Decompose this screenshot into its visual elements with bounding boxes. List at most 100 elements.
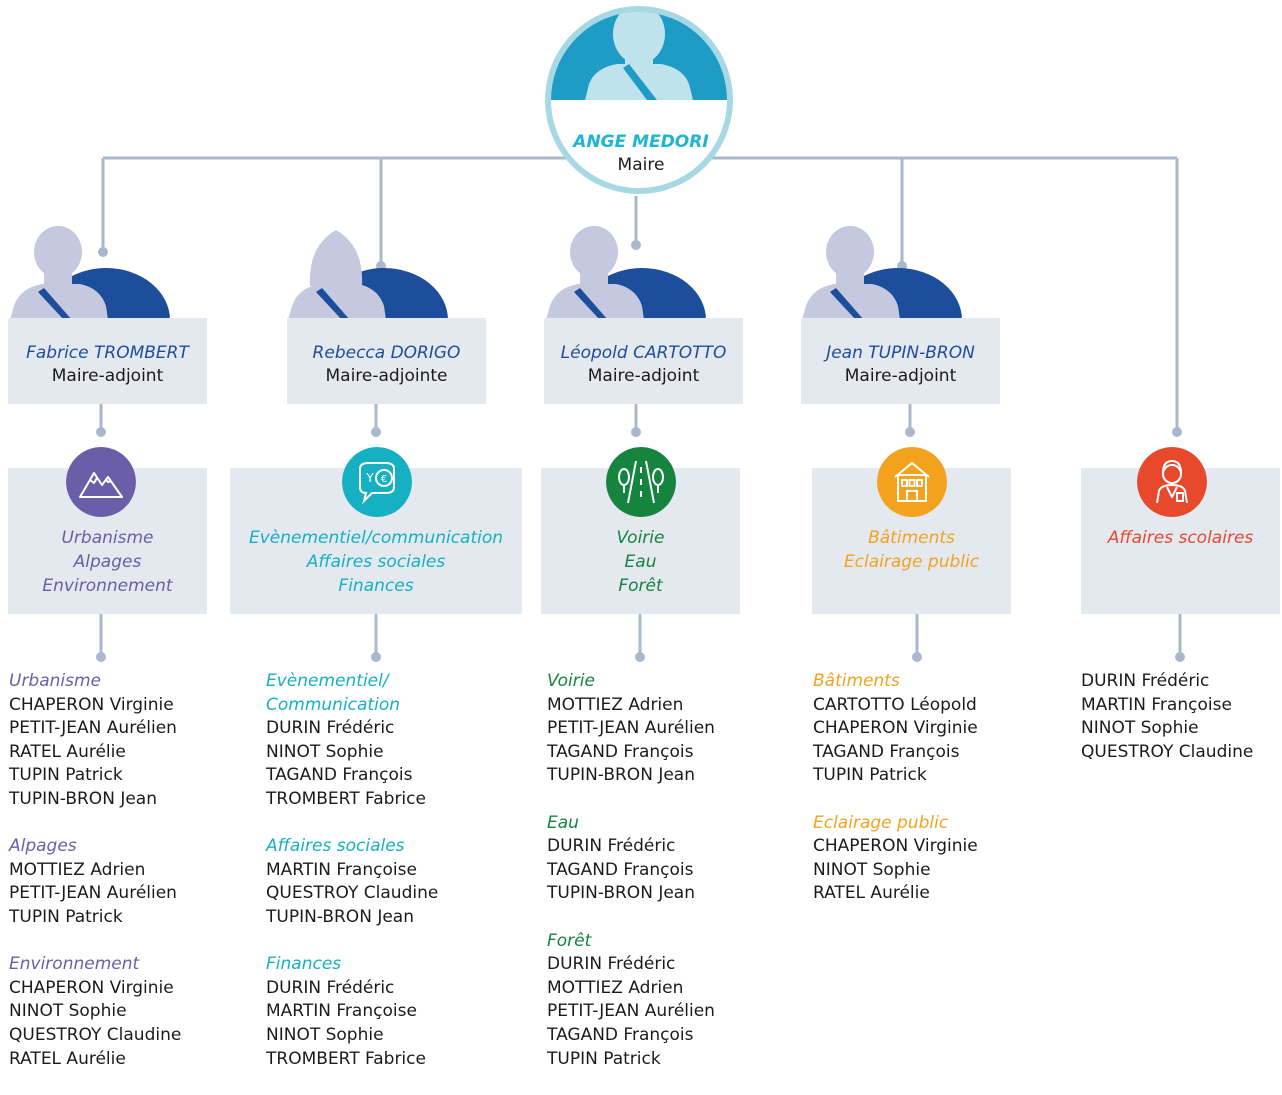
svg-text:€: € [381,474,387,485]
teacher-icon [1137,447,1207,517]
adjoint-role: Maire-adjointe [325,366,448,386]
member-name: DURIN Frédéric [266,718,395,739]
commission-group: Forêt DURIN Frédéric MOTTIEZ Adrien PETI… [547,930,715,1072]
member-name: TAGAND François [547,859,694,880]
domain-label: Forêt [618,576,663,596]
member-name: QUESTROY Claudine [9,1024,182,1045]
member-name: CHAPERON Virginie [813,836,978,857]
building-icon [877,447,947,517]
commission-group: Urbanisme CHAPERON Virginie PETIT-JEAN A… [9,670,181,812]
member-name: DURIN Frédéric [547,954,676,975]
member-name: MARTIN Françoise [266,1001,417,1022]
member-name: CHAPERON Virginie [9,977,174,998]
member-name: RATEL Aurélie [9,1048,126,1069]
road-trees-icon [606,447,676,517]
member-name: MARTIN Françoise [266,859,417,880]
group-title: Voirie [547,671,595,691]
adjoint-card: Rebecca DORIGO Maire-adjointe [287,318,486,404]
adjoint-avatar [546,226,706,320]
member-name: NINOT Sophie [1081,718,1199,739]
mayor-role: Maire [617,155,665,175]
adjoint-avatar [288,230,448,320]
domain-label: Urbanisme [61,528,154,548]
adjoint-card: Fabrice TROMBERT Maire-adjoint [8,318,207,404]
member-name: TAGAND François [547,1024,694,1045]
commission-list: Evènementiel/ Communication DURIN Frédér… [266,670,438,1095]
commission-group: Voirie MOTTIEZ Adrien PETIT-JEAN Aurélie… [547,670,715,788]
group-title: Environnement [9,954,140,975]
member-name: TUPIN-BRON Jean [266,906,414,927]
domain-label: Bâtiments [868,528,955,548]
commission-group: Environnement CHAPERON Virginie NINOT So… [9,953,181,1071]
member-name: RATEL Aurélie [813,883,930,904]
domain-label: Affaires sociales [306,552,446,572]
member-name: TUPIN-BRON Jean [547,765,695,786]
domain-label: Eau [624,552,657,572]
domain-label: Evènementiel/communication [248,528,504,548]
mountains-icon [66,447,136,517]
domain-card: Bâtiments Eclairage public [812,468,1011,614]
domain-label: Finances [338,576,414,596]
commission-group: Bâtiments CARTOTTO Léopold CHAPERON Virg… [813,670,978,788]
group-title: Finances [266,954,342,975]
adjoint-name: Fabrice TROMBERT [26,343,189,363]
member-name: PETIT-JEAN Aurélien [9,718,177,739]
mayor-avatar [545,6,733,194]
domain-label: Environnement [42,576,173,596]
chat-trophy-euro-icon: Y € [342,447,412,517]
mayor-name: ANGE MEDORI [573,132,709,152]
adjoint-name: Léopold CARTOTTO [560,343,727,363]
domain-label: Affaires scolaires [1107,528,1254,548]
commission-group: Alpages MOTTIEZ Adrien PETIT-JEAN Auréli… [9,835,181,929]
adjoint-card: Jean TUPIN-BRON Maire-adjoint [801,318,1000,404]
member-name: TUPIN Patrick [813,765,927,786]
member-name: TUPIN Patrick [9,765,123,786]
commission-list: Urbanisme CHAPERON Virginie PETIT-JEAN A… [9,670,181,1095]
member-name: TAGAND François [813,741,960,762]
member-name: QUESTROY Claudine [1081,741,1254,762]
commission-group: Evènementiel/ Communication DURIN Frédér… [266,670,438,812]
adjoint-role: Maire-adjoint [587,366,700,386]
svg-text:Y: Y [365,471,374,485]
adjoint-avatar [10,226,170,320]
member-name: PETIT-JEAN Aurélien [9,883,177,904]
domain-label: Alpages [73,552,142,572]
member-name: NINOT Sophie [266,1024,384,1045]
member-name: TAGAND François [266,765,413,786]
adjoint-name: Jean TUPIN-BRON [826,343,975,363]
member-name: TUPIN-BRON Jean [547,883,695,904]
member-name: TUPIN Patrick [547,1048,661,1069]
adjoint-role: Maire-adjoint [844,366,957,386]
commission-group: Affaires sociales MARTIN Françoise QUEST… [266,835,438,929]
domain-label: Voirie [616,528,665,548]
member-name: NINOT Sophie [813,859,931,880]
group-title: Affaires sociales [266,836,405,857]
member-name: NINOT Sophie [266,741,384,762]
group-title: Forêt [547,930,592,951]
group-title: Eau [547,812,579,833]
group-title: Evènementiel/ [266,671,389,691]
member-name: CHAPERON Virginie [9,694,174,715]
adjoint-role: Maire-adjoint [51,366,164,386]
member-name: PETIT-JEAN Aurélien [547,718,715,739]
adjoint-name: Rebecca DORIGO [312,343,461,363]
commission-group: DURIN Frédéric MARTIN Françoise NINOT So… [1081,670,1253,764]
commission-list: Voirie MOTTIEZ Adrien PETIT-JEAN Aurélie… [547,670,715,1095]
member-name: NINOT Sophie [9,1001,127,1022]
member-name: MOTTIEZ Adrien [547,977,684,998]
group-title: Eclairage public [813,812,949,833]
member-name: TAGAND François [547,741,694,762]
member-name: MOTTIEZ Adrien [9,859,146,880]
commission-group: Eclairage public CHAPERON Virginie NINOT… [813,812,978,906]
commission-group: Eau DURIN Frédéric TAGAND François TUPIN… [547,812,715,906]
commission-list: Bâtiments CARTOTTO Léopold CHAPERON Virg… [813,670,978,930]
member-name: TROMBERT Fabrice [266,788,426,809]
member-name: CHAPERON Virginie [813,718,978,739]
member-name: DURIN Frédéric [1081,671,1210,691]
domain-label: Eclairage public [843,552,980,572]
member-name: MARTIN Françoise [1081,694,1232,715]
adjoint-avatar [802,226,962,320]
member-name: TROMBERT Fabrice [266,1048,426,1069]
member-name: RATEL Aurélie [9,741,126,762]
member-name: TUPIN-BRON Jean [9,788,157,809]
